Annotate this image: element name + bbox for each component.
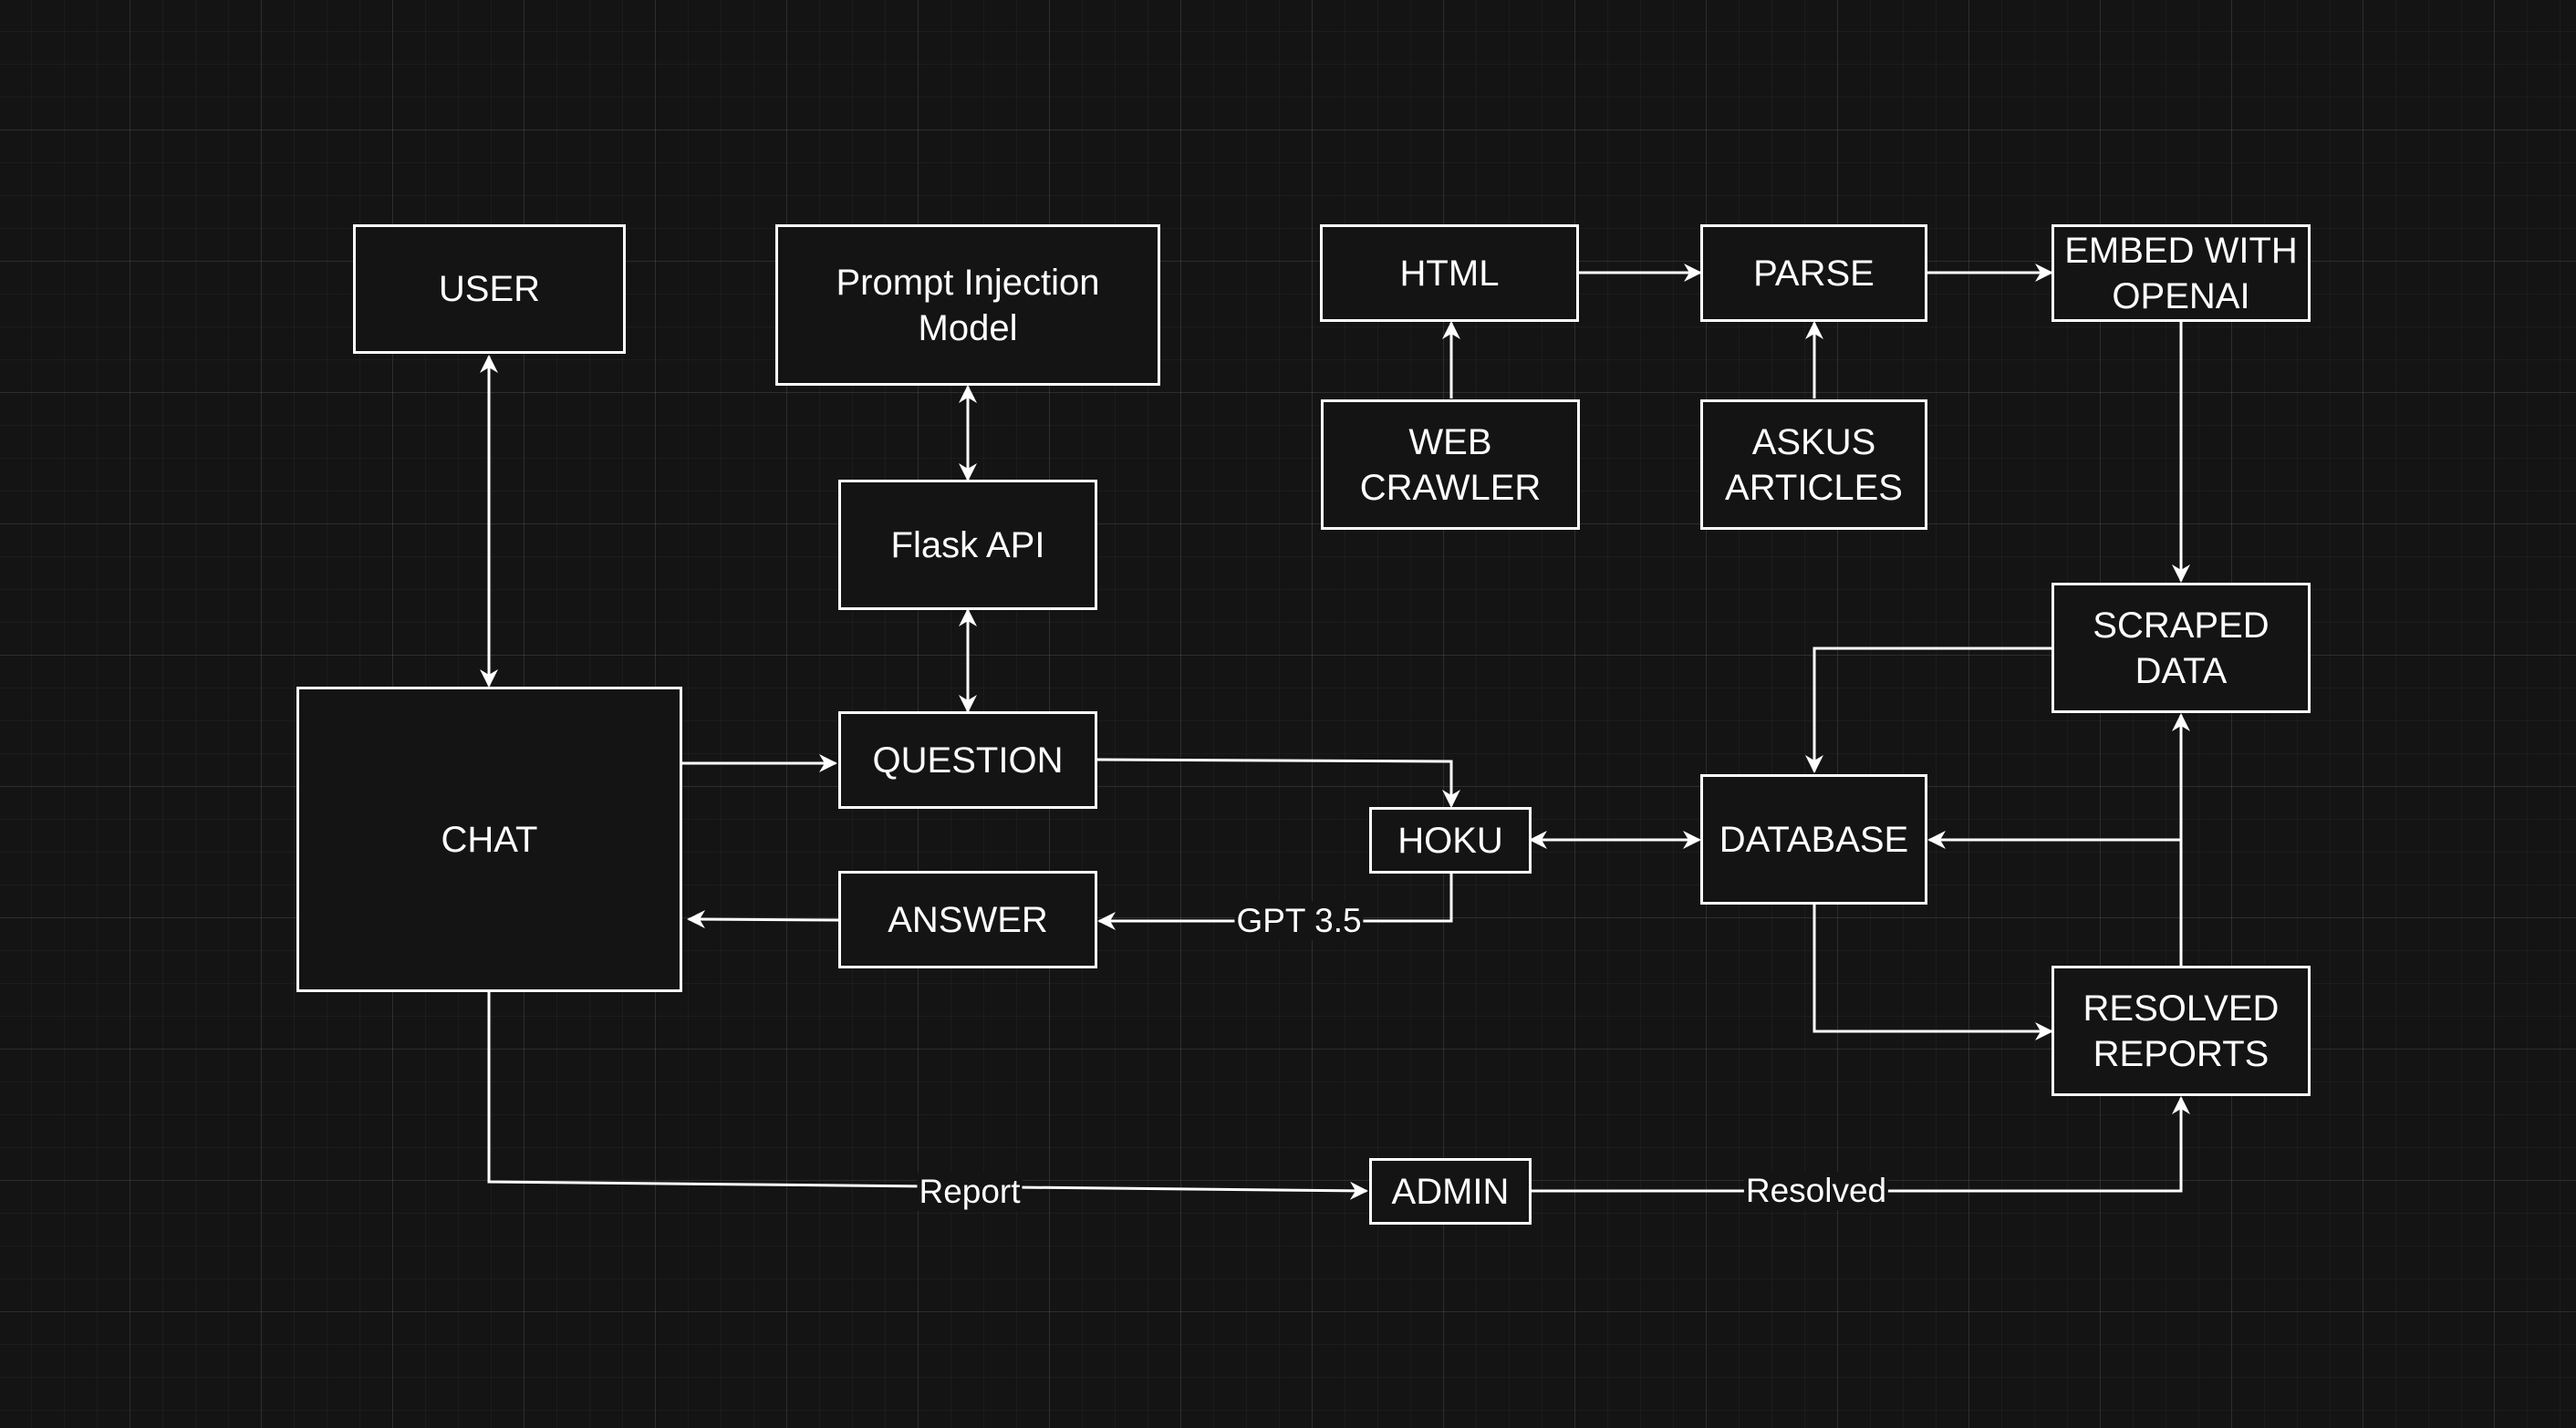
node-user[interactable]: USER [353, 224, 626, 354]
node-answer[interactable]: ANSWER [838, 871, 1097, 968]
node-html[interactable]: HTML [1320, 224, 1579, 322]
node-scraped-data[interactable]: SCRAPED DATA [2051, 583, 2311, 713]
edge-label-report: Report [917, 1173, 1023, 1211]
node-askus-articles[interactable]: ASKUS ARTICLES [1700, 399, 1927, 530]
edge-hoku-answer [1097, 874, 1453, 930]
node-prompt-injection-model[interactable]: Prompt Injection Model [775, 224, 1160, 386]
edge-scraped-database [1805, 647, 2053, 773]
edge-question-hoku [1096, 758, 1460, 808]
node-hoku[interactable]: HOKU [1369, 807, 1532, 874]
node-resolved-reports[interactable]: RESOLVED REPORTS [2051, 966, 2311, 1096]
node-admin[interactable]: ADMIN [1369, 1158, 1532, 1225]
edge-label-gpt: GPT 3.5 [1234, 902, 1364, 940]
edge-chat-admin [487, 992, 1368, 1200]
node-database[interactable]: DATABASE [1700, 774, 1927, 905]
edge-database-resolved [1813, 905, 2053, 1040]
node-parse[interactable]: PARSE [1700, 224, 1927, 322]
node-chat[interactable]: CHAT [296, 687, 682, 992]
node-question[interactable]: QUESTION [838, 711, 1097, 809]
node-flask-api[interactable]: Flask API [838, 480, 1097, 610]
node-embed-with-openai[interactable]: EMBED WITH OPENAI [2051, 224, 2311, 322]
edge-label-resolved: Resolved [1743, 1172, 1889, 1210]
edge-answer-chat [687, 910, 839, 929]
node-web-crawler[interactable]: WEB CRAWLER [1321, 399, 1580, 530]
